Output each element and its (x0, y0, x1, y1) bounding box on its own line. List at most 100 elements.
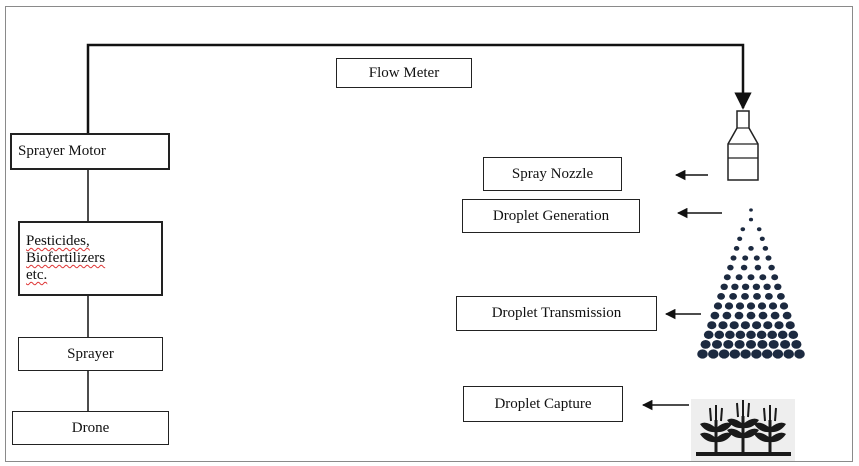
flow-meter-label: Flow Meter (368, 64, 440, 81)
droplet-dot (751, 349, 762, 359)
droplet-dot (710, 311, 720, 320)
droplet-generation-label: Droplet Generation (492, 207, 610, 224)
droplet-dot (767, 330, 778, 339)
droplet-dot (733, 246, 740, 251)
supply-line (86, 43, 752, 133)
droplet-dot (746, 302, 756, 310)
spray-nozzle-label: Spray Nozzle (511, 165, 594, 182)
droplet-dot (718, 321, 728, 330)
droplet-dot (741, 283, 750, 290)
droplet-transmission-label: Droplet Transmission (491, 305, 622, 321)
droplet-dot (756, 330, 767, 339)
droplet-dot (763, 321, 773, 330)
droplet-dot (774, 283, 782, 290)
payload-line-pesticides: Pesticides, (26, 233, 90, 249)
droplet-dot (708, 349, 719, 359)
droplet-dot (740, 349, 751, 359)
droplet-dot (713, 302, 723, 310)
droplet-dot (777, 330, 788, 339)
droplet-generation-box: Droplet Generation (462, 199, 640, 233)
droplet-dot (774, 321, 784, 330)
droplet-dot (758, 311, 768, 320)
droplet-dot (782, 311, 792, 320)
sprayer-motor-box: Sprayer Motor (10, 133, 170, 170)
droplet-dot (740, 264, 748, 271)
droplet-dot (734, 340, 745, 349)
droplet-dot (752, 321, 762, 330)
droplet-dot (768, 302, 778, 310)
droplet-dot (714, 330, 725, 339)
droplet-dot (761, 349, 773, 359)
droplet-dot (725, 330, 735, 339)
droplet-dot (757, 302, 767, 310)
droplet-dot (703, 330, 714, 339)
droplet-dot (768, 340, 779, 349)
droplet-dot (762, 246, 769, 251)
droplet-dot (746, 330, 756, 339)
sprayer-box: Sprayer (18, 337, 163, 371)
droplet-dot (759, 274, 767, 281)
droplet-dot (723, 340, 734, 349)
droplet-dot (779, 302, 789, 310)
droplet-dot (763, 283, 771, 290)
droplet-dot (735, 302, 745, 310)
droplet-dot (749, 208, 753, 212)
droplet-dot (756, 227, 762, 232)
droplet-dot (735, 274, 743, 281)
droplet-capture-label: Droplet Capture (494, 395, 592, 412)
droplet-dot (748, 217, 754, 222)
droplet-dot (747, 274, 755, 281)
droplet-dot (729, 349, 741, 359)
droplet-dot (754, 264, 762, 271)
droplet-dot (741, 293, 749, 300)
payload-line-etc: etc. (26, 267, 48, 283)
droplet-dot (700, 340, 711, 349)
droplet-dot (765, 255, 772, 261)
droplet-dot (731, 283, 739, 290)
droplet-dot (783, 349, 794, 359)
droplet-dot (791, 340, 802, 349)
droplet-dot (734, 311, 744, 320)
droplet-dot (724, 302, 734, 310)
droplet-dot (740, 227, 746, 232)
droplet-dot (753, 255, 760, 261)
droplet-dot (757, 340, 768, 349)
droplet-dot (794, 349, 805, 359)
droplet-dot (780, 340, 791, 349)
droplet-dot (737, 236, 743, 241)
droplet-dot (730, 255, 737, 261)
droplet-dot (759, 236, 765, 241)
droplet-dot (717, 293, 726, 300)
droplet-dot (785, 321, 795, 330)
droplet-dot (729, 321, 739, 330)
drone-box: Drone (12, 411, 169, 445)
droplet-dot (729, 293, 738, 300)
droplet-dot (740, 321, 751, 330)
droplet-dot (707, 321, 717, 330)
droplet-transmission-box: Droplet Transmission (456, 296, 657, 331)
droplet-dot (697, 349, 708, 359)
droplet-dot (752, 283, 761, 290)
flow-meter-box: Flow Meter (336, 58, 472, 88)
sprayer-motor-label: Sprayer Motor (18, 143, 106, 159)
droplet-dot (788, 330, 799, 339)
droplet-dot (746, 311, 756, 320)
payload-box: Pesticides, Biofertilizers etc. (18, 221, 163, 296)
drone-label: Drone (71, 419, 110, 436)
droplet-dot (720, 283, 728, 290)
droplet-dot (768, 264, 775, 271)
droplet-dot (753, 293, 761, 300)
sprayer-label: Sprayer (67, 345, 114, 362)
payload-line-biofertilizers: Biofertilizers (26, 250, 106, 266)
spray-nozzle-box: Spray Nozzle (483, 157, 622, 191)
droplet-dot (745, 340, 757, 349)
droplet-dot (727, 264, 734, 271)
droplet-dot (722, 311, 732, 320)
droplet-dot (735, 330, 746, 339)
droplet-dot (764, 293, 773, 300)
droplet-dot (723, 274, 731, 281)
